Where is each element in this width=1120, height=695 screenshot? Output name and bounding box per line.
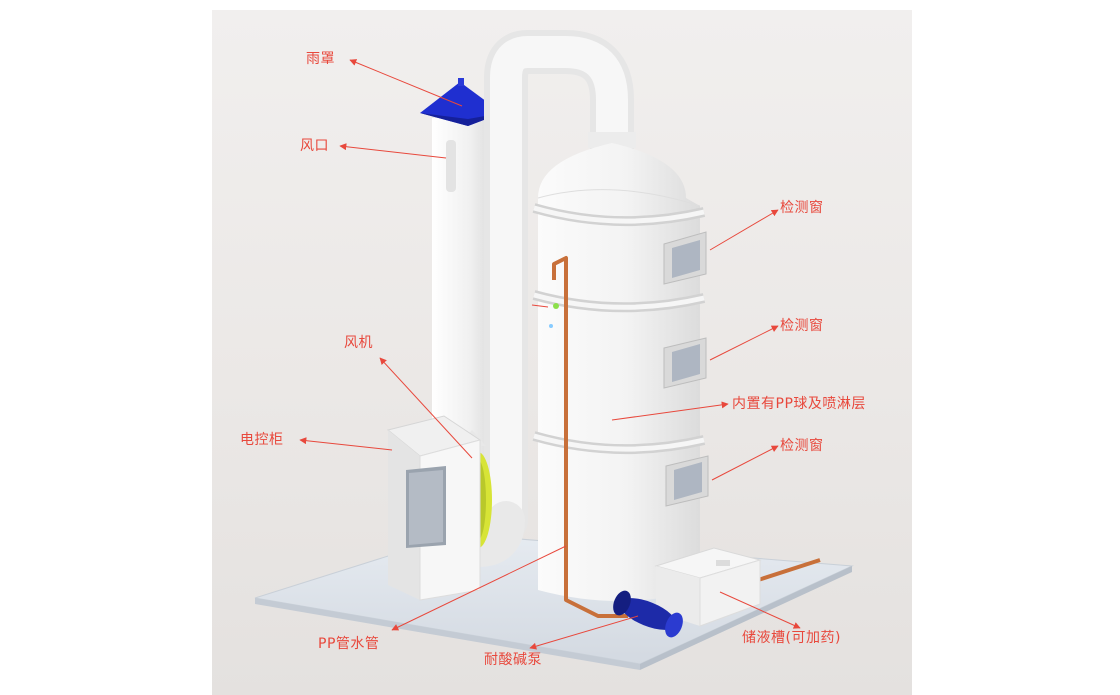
control-cabinet [388, 416, 480, 600]
arrow-icon [350, 60, 462, 106]
label-control-cabinet: 电控柜 [240, 432, 284, 448]
label-fan: 风机 [344, 335, 373, 351]
label-inspection-window-2: 检测窗 [780, 318, 824, 334]
arrow-icon [710, 326, 778, 360]
label-pp-water-pipe: PP管水管 [318, 636, 379, 652]
label-packing-layer: 内置有PP球及喷淋层 [732, 396, 866, 412]
arrow-icon [300, 440, 392, 450]
label-inspection-window-1: 检测窗 [780, 200, 824, 216]
label-acid-alkali-pump: 耐酸碱泵 [484, 652, 542, 668]
arrow-icon [340, 146, 446, 158]
arrow-icon [710, 210, 778, 250]
label-air-outlet: 风口 [300, 138, 329, 154]
arrow-icon [712, 446, 778, 480]
label-liquid-tank: 储液槽(可加药) [742, 630, 841, 646]
label-rain-cover: 雨罩 [306, 51, 335, 67]
inspection-windows [664, 232, 708, 506]
label-inspection-window-3: 检测窗 [780, 438, 824, 454]
